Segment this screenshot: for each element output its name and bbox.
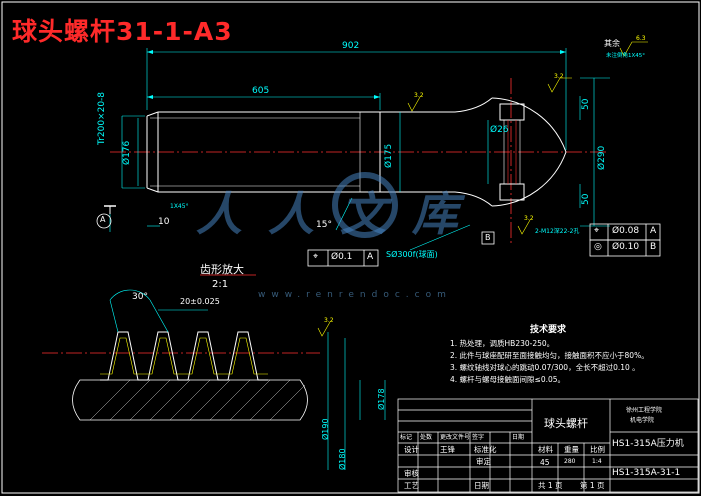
tb-material: 45 (540, 458, 550, 467)
dim-dia-176: Ø176 (122, 140, 132, 165)
tb-rev-col-3: 更改文件号 (440, 434, 471, 441)
dim-dia-26: Ø26 (490, 125, 509, 135)
datum-b-label: B (485, 233, 491, 242)
tb-rev-col-4: 签字 (472, 434, 485, 441)
dim-dia-290: Ø290 (597, 145, 607, 170)
dim-thread-spec: Tr200×20-8 (97, 91, 107, 145)
tb-sheet-no: 第 1 页 (580, 481, 605, 490)
tol-right-top-datum: A (650, 226, 657, 236)
rest-rough-value: 6.3 (636, 35, 646, 42)
note-item-1: 1. 热处理，调质HB230-250。 (450, 339, 555, 348)
tb-drawing-no: HS1-315A-31-1 (612, 468, 681, 478)
tb-sheets-total: 共 1 页 (538, 481, 563, 490)
detail-dia-a: Ø190 (321, 418, 330, 440)
drawing-title: 球头螺杆31-1-A3 (12, 17, 233, 46)
tb-weight: 280 (564, 458, 576, 465)
tol-right-bottom-datum: B (650, 242, 657, 252)
tb-approve: 审定 (476, 457, 491, 466)
note-item-4: 4. 螺杆与螺母接触面间隙≤0.05。 (450, 375, 566, 384)
tb-row-process: 工艺 (404, 481, 419, 490)
note-item-2: 2. 此件与球座配研至面接触均匀，接触面积不应小于80%。 (450, 351, 649, 360)
tb-date: 日期 (474, 481, 489, 490)
tb-scale: 1:4 (592, 458, 602, 465)
tb-rev-col-1: 标记 (400, 434, 413, 441)
rough-label-a: 3.2 (554, 73, 564, 80)
rough-label-b: 3.2 (414, 92, 424, 99)
detail-title: 齿形放大 (200, 263, 244, 276)
detail-dia-b: Ø180 (338, 448, 347, 470)
dim-10: 10 (158, 217, 170, 227)
detail-dia-c: Ø178 (377, 388, 386, 410)
detail-pitch: 20±0.025 (180, 297, 220, 306)
tb-row-review: 审核 (404, 469, 419, 478)
note-item-3: 3. 螺纹轴线对球心的跳动0.07/300，全长不超过0.10 。 (450, 363, 640, 372)
detail-view (42, 274, 386, 470)
watermark-url: www.renrendoc.com (258, 290, 452, 300)
watermark-logo (332, 172, 398, 238)
tb-material-hdr: 材料 (538, 445, 553, 454)
dim-chamfer: 1X45° (170, 203, 189, 210)
tb-std-check: 标准化 (474, 445, 497, 454)
dim-50-bottom: 50 (581, 193, 591, 205)
dim-thread-length: 605 (252, 86, 270, 96)
tb-row-design: 设计 (404, 445, 419, 454)
oil-hole-note: 2-M12深22-2孔 (535, 228, 580, 235)
tol-left-datum: A (367, 252, 374, 262)
dim-sphere: SØ300f(球面) (386, 250, 438, 259)
watermark-text: 人人文库 (196, 187, 484, 241)
tb-company-1: 徐州工程学院 (626, 407, 663, 414)
main-view (96, 41, 661, 267)
tol-right-bottom-symbol: ◎ (594, 242, 602, 252)
detail-rough: 3.2 (324, 317, 334, 324)
tb-part-name: 球头螺杆 (544, 417, 588, 430)
dim-angle-15: 15° (316, 220, 332, 230)
dim-total-length: 902 (342, 41, 360, 51)
tol-left-symbol: ⌖ (313, 252, 319, 262)
notes-heading: 技术要求 (530, 325, 567, 335)
tol-right-top-value: Ø0.08 (612, 226, 640, 236)
tol-left-value: Ø0.1 (331, 252, 353, 262)
tb-rev-col-5: 日期 (512, 434, 525, 441)
detail-angle: 30° (132, 292, 148, 302)
datum-a-label: A (100, 215, 106, 224)
tol-right-bottom-value: Ø0.10 (612, 242, 640, 252)
dim-dia-175: Ø175 (384, 143, 394, 168)
detail-scale: 2:1 (212, 279, 229, 290)
tol-right-top-symbol: ⌖ (594, 226, 600, 236)
dim-50-top: 50 (581, 98, 591, 110)
rest-note: 未注倒角1X45° (606, 53, 646, 59)
tb-rev-col-2: 处数 (420, 434, 433, 441)
tb-weight-hdr: 重量 (564, 445, 579, 454)
tb-scale-hdr: 比例 (590, 445, 605, 454)
rest-surface-label: 其余 (604, 39, 620, 48)
tb-company-2: 机电学院 (630, 417, 655, 424)
title-block (397, 398, 699, 493)
tb-reviewer-name: 王锋 (440, 445, 455, 454)
tb-assembly: HS1-315A压力机 (612, 439, 684, 449)
rough-label-c: 3.2 (524, 215, 534, 222)
